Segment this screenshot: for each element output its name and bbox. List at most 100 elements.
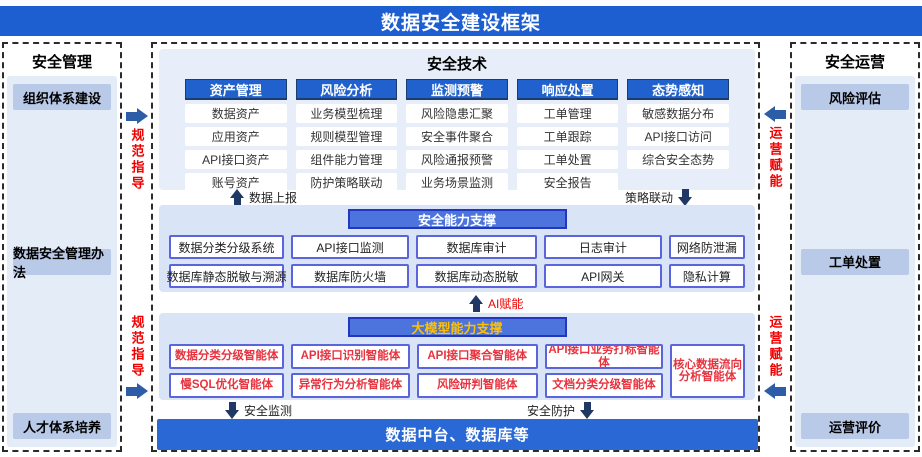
situation-awareness-column: 态势感知 敏感数据分布 API接口访问 综合安全态势	[627, 79, 729, 192]
asset-management-column: 资产管理 数据资产 应用资产 API接口资产 账号资产	[185, 79, 287, 192]
llm-capability-section: 大模型能力支撑 数据分类分级智能体 慢SQL优化智能体 API接口识别智能体 异…	[159, 313, 755, 400]
guidance-connector-bottom: 规范指导	[123, 315, 151, 399]
capability-item: 数据库静态脱敏与溯源	[167, 264, 287, 288]
guidance-label: 规范指导	[129, 315, 145, 379]
security-monitor-label: 安全监测	[244, 404, 293, 418]
operation-evaluation-item: 运营评价	[801, 413, 909, 439]
security-operation-body: 风险评估 工单处置 运营评价	[795, 76, 915, 447]
capability-item: 数据库审计	[416, 235, 537, 259]
security-capability-title: 安全能力支撑	[347, 209, 567, 229]
tech-item: 工单处置	[516, 150, 619, 169]
capability-row: 数据库静态脱敏与溯源 数据库防火墙 数据库动态脱敏 API网关 隐私计算	[167, 264, 745, 288]
security-operation-title: 安全运营	[824, 54, 885, 71]
tech-item: API接口资产	[185, 150, 287, 169]
policy-link-flow: 策略联动	[625, 189, 693, 206]
security-operation-panel: 安全运营 风险评估 工单处置 运营评价	[790, 42, 920, 452]
tech-item: 防护策略联动	[295, 173, 398, 192]
llm-agent-item: 风险研判智能体	[416, 373, 538, 398]
security-monitor-flow: 安全监测	[225, 402, 292, 419]
tech-item: 安全事件聚合	[406, 127, 508, 146]
tech-item: 风险隐患汇聚	[406, 104, 508, 123]
tech-item: 组件能力管理	[295, 150, 398, 169]
llm-capability-title-text: 大模型能力支撑	[411, 320, 503, 336]
llm-column: 数据分类分级智能体 慢SQL优化智能体	[169, 344, 285, 398]
llm-grid: 数据分类分级智能体 慢SQL优化智能体 API接口识别智能体 异常行为分析智能体…	[159, 337, 755, 398]
risk-assessment-item: 风险评估	[801, 84, 909, 110]
tech-item: API接口访问	[627, 127, 729, 146]
org-system-item: 组织体系建设	[13, 84, 111, 110]
security-management-title: 安全管理	[31, 54, 92, 71]
security-tech-title: 安全技术	[426, 56, 487, 73]
left-arrow-icon	[764, 106, 786, 122]
policy-link-label: 策略联动	[625, 191, 674, 205]
column-header: 资产管理	[185, 79, 287, 100]
ai-enable-label: AI赋能	[488, 297, 524, 311]
guidance-connector-top: 规范指导	[123, 108, 151, 192]
llm-capability-title: 大模型能力支撑	[347, 317, 567, 337]
security-management-body: 组织体系建设 数据安全管理办法 人才体系培养	[7, 76, 117, 447]
security-capability-title-text: 安全能力支撑	[417, 212, 496, 228]
right-arrow-icon	[126, 108, 148, 124]
capability-item: 网络防泄漏	[668, 235, 745, 259]
llm-column: 核心数据流向分析智能体	[670, 344, 745, 398]
tech-item: 业务场景监测	[406, 173, 508, 192]
capability-item: 隐私计算	[668, 264, 745, 288]
data-security-policy-item: 数据安全管理办法	[13, 246, 111, 280]
capability-grid: 数据分类分级系统 API接口监测 数据库审计 日志审计 网络防泄漏 数据库静态脱…	[159, 229, 755, 288]
down-arrow-icon	[678, 189, 693, 206]
llm-column: API接口业务打标智能体 文档分类分级智能体	[544, 344, 664, 398]
tech-item: 工单管理	[516, 104, 619, 123]
capability-item: 数据库动态脱敏	[416, 264, 537, 288]
ops-enable-label: 运营赋能	[767, 315, 783, 379]
security-protect-flow: 安全防护	[527, 402, 595, 419]
capability-item: 日志审计	[543, 235, 662, 259]
llm-agent-item: 异常行为分析智能体	[291, 373, 410, 398]
up-arrow-icon	[469, 295, 483, 312]
llm-agent-item: 文档分类分级智能体	[544, 373, 664, 398]
tech-item: 数据资产	[185, 104, 287, 123]
tech-item: 业务模型梳理	[295, 104, 398, 123]
data-platform-bar: 数据中台、数据库等	[157, 419, 758, 450]
data-report-flow: 数据上报	[230, 189, 297, 206]
talent-training-item: 人才体系培养	[13, 413, 111, 439]
column-header: 风险分析	[295, 79, 398, 100]
capability-row: 数据分类分级系统 API接口监测 数据库审计 日志审计 网络防泄漏	[169, 235, 745, 259]
ops-enable-label: 运营赋能	[767, 126, 783, 190]
tech-item: 安全报告	[516, 173, 619, 192]
tech-item: 风险通报预警	[406, 150, 508, 169]
guidance-label: 规范指导	[129, 128, 145, 192]
security-technology-panel: 安全技术 资产管理 数据资产 应用资产 API接口资产 账号资产 风险分析 业务…	[151, 42, 760, 452]
tech-item: 账号资产	[185, 173, 287, 192]
tech-item: 规则模型管理	[295, 127, 398, 146]
capability-item: API网关	[543, 264, 662, 288]
tech-item: 工单跟踪	[516, 127, 619, 146]
tech-item: 应用资产	[185, 127, 287, 146]
down-arrow-icon	[225, 402, 239, 419]
capability-item: 数据分类分级系统	[169, 235, 285, 259]
ticket-handling-item: 工单处置	[801, 248, 909, 275]
capability-item: API接口监测	[291, 235, 410, 259]
security-tech-columns: 资产管理 数据资产 应用资产 API接口资产 账号资产 风险分析 业务模型梳理 …	[159, 74, 755, 192]
security-protect-label: 安全防护	[527, 404, 576, 418]
down-arrow-icon	[580, 402, 595, 419]
llm-column: API接口聚合智能体 风险研判智能体	[416, 344, 538, 398]
security-tech-section: 安全技术 资产管理 数据资产 应用资产 API接口资产 账号资产 风险分析 业务…	[159, 49, 755, 192]
tech-item: 敏感数据分布	[627, 104, 729, 123]
monitor-warning-column: 监测预警 风险隐患汇聚 安全事件聚合 风险通报预警 业务场景监测	[406, 79, 508, 192]
llm-agent-item: 核心数据流向分析智能体	[670, 344, 745, 398]
risk-analysis-column: 风险分析 业务模型梳理 规则模型管理 组件能力管理 防护策略联动	[295, 79, 398, 192]
ai-enable-flow: AI赋能	[469, 295, 523, 312]
llm-agent-item: 数据分类分级智能体	[169, 344, 285, 369]
tech-item: 综合安全态势	[627, 150, 729, 169]
data-report-label: 数据上报	[249, 191, 298, 205]
capability-item: 数据库防火墙	[291, 264, 410, 288]
column-header: 响应处置	[516, 79, 619, 100]
llm-agent-item: 慢SQL优化智能体	[169, 373, 285, 398]
column-header: 监测预警	[406, 79, 508, 100]
llm-agent-item: API接口业务打标智能体	[544, 344, 664, 369]
security-management-panel: 安全管理 组织体系建设 数据安全管理办法 人才体系培养	[2, 42, 122, 452]
llm-column: API接口识别智能体 异常行为分析智能体	[291, 344, 410, 398]
column-header: 态势感知	[627, 79, 729, 100]
llm-agent-item: API接口识别智能体	[291, 344, 410, 369]
